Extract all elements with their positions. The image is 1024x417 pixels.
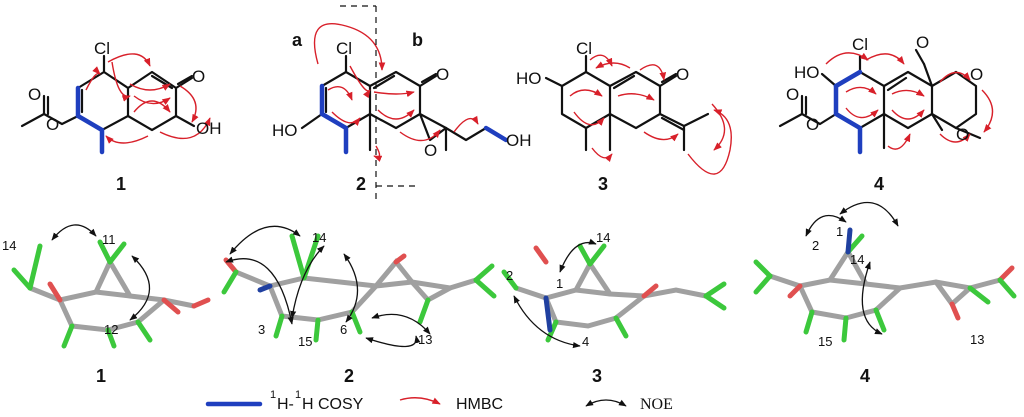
noe-label-h15: 15: [298, 334, 312, 349]
compound-1-cosy: [75, 85, 105, 155]
hydroxyl-label: OH: [196, 119, 222, 138]
legend-cosy-h-prefix: H-: [277, 396, 294, 413]
noe-label-h11: 11: [102, 232, 116, 247]
ketone-oxygen-label: O: [436, 65, 449, 84]
hydroxyl-label: HO: [272, 121, 298, 140]
model-2-3d: 14 3 15 6 13 2: [221, 225, 497, 386]
compound-3-hmbc: [569, 54, 732, 175]
noe-label-h14: 14: [2, 238, 16, 253]
fragment-a-label: a: [292, 30, 303, 50]
fragment-b-label: b: [412, 30, 423, 50]
ring-oxygen-label: O: [970, 65, 983, 84]
epoxide-oxygen-label: O: [424, 141, 437, 160]
ester-oxygen-label: O: [786, 85, 799, 104]
model-2-label: 2: [344, 366, 354, 386]
noe-label-h15: 15: [818, 334, 832, 349]
model-1-label: 1: [96, 366, 106, 386]
compound-1-hmbc: [85, 53, 211, 144]
compound-3-structure: Cl O HO 3: [516, 39, 732, 194]
compound-2-cosy: [319, 83, 509, 155]
ester-oxygen-label: O: [28, 85, 41, 104]
hydroxyl-label: HO: [516, 69, 542, 88]
noe-label-h2: 2: [506, 268, 513, 283]
noe-label-h6: 6: [340, 322, 347, 337]
noe-label-h2: 2: [812, 238, 819, 253]
noe-label-h14: 14: [596, 230, 610, 245]
legend-cosy-label: H COSY: [302, 396, 364, 413]
compound-1-structure: Cl O OH O O 1: [20, 39, 222, 194]
legend-noe-swatch: [585, 399, 627, 407]
compound-2-structure: a b Cl O HO O OH 2: [272, 5, 532, 200]
compound-3-label: 3: [598, 174, 608, 194]
cl-label: Cl: [94, 39, 110, 58]
noe-label-h13: 13: [970, 332, 984, 347]
ester-oxygen-label: O: [46, 115, 59, 134]
compound-1-label: 1: [116, 174, 126, 194]
compound-4-cosy: [833, 69, 863, 155]
legend-cosy-sup1: 1: [270, 389, 276, 401]
noe-label-h3: 3: [258, 322, 265, 337]
ketone-oxygen-label: O: [676, 65, 689, 84]
noe-label-h1: 1: [556, 276, 563, 291]
legend: 1 H- 1 H COSY HMBC NOE: [205, 389, 673, 413]
ester-oxygen-label: O: [806, 115, 819, 134]
compound-4-hmbc: [825, 52, 994, 150]
model-3-3d: 14 2 1 4 3: [501, 230, 727, 386]
compound-3-bonds: [544, 54, 710, 152]
noe-label-h4: 4: [582, 334, 589, 349]
noe-label-h14: 14: [312, 230, 326, 245]
hydroxyl-label: OH: [506, 131, 532, 150]
compound-1-bonds: [20, 54, 196, 154]
ring-oxygen-label: O: [956, 125, 969, 144]
model-3-label: 3: [592, 366, 602, 386]
noe-label-h1: 1: [836, 224, 843, 239]
noe-label-h13: 13: [418, 332, 432, 347]
ketone-oxygen-label: O: [192, 67, 205, 86]
model-4-label: 4: [860, 366, 870, 386]
legend-noe-label: NOE: [640, 396, 673, 413]
compound-2-bonds: [300, 54, 508, 154]
model-4-3d: 1 2 14 15 13 4: [753, 201, 1017, 386]
model-1-3d: 14 11 12 1: [2, 224, 211, 386]
compound-2-label: 2: [356, 174, 366, 194]
compound-4-structure: Cl O HO O O O O 4: [778, 33, 994, 194]
legend-hmbc-swatch: [399, 397, 441, 405]
legend-hmbc-label: HMBC: [456, 396, 503, 413]
noe-label-h12: 12: [104, 322, 118, 337]
hydroxyl-label: HO: [794, 63, 820, 82]
methoxy-oxygen-label: O: [916, 33, 929, 52]
cl-label: Cl: [336, 39, 352, 58]
compound-4-label: 4: [874, 174, 884, 194]
cl-label: Cl: [576, 39, 592, 58]
legend-cosy-sup2: 1: [295, 389, 301, 401]
compound-2-hmbc: [313, 23, 479, 162]
noe-label-h14: 14: [850, 252, 864, 267]
cl-label: Cl: [852, 35, 868, 54]
